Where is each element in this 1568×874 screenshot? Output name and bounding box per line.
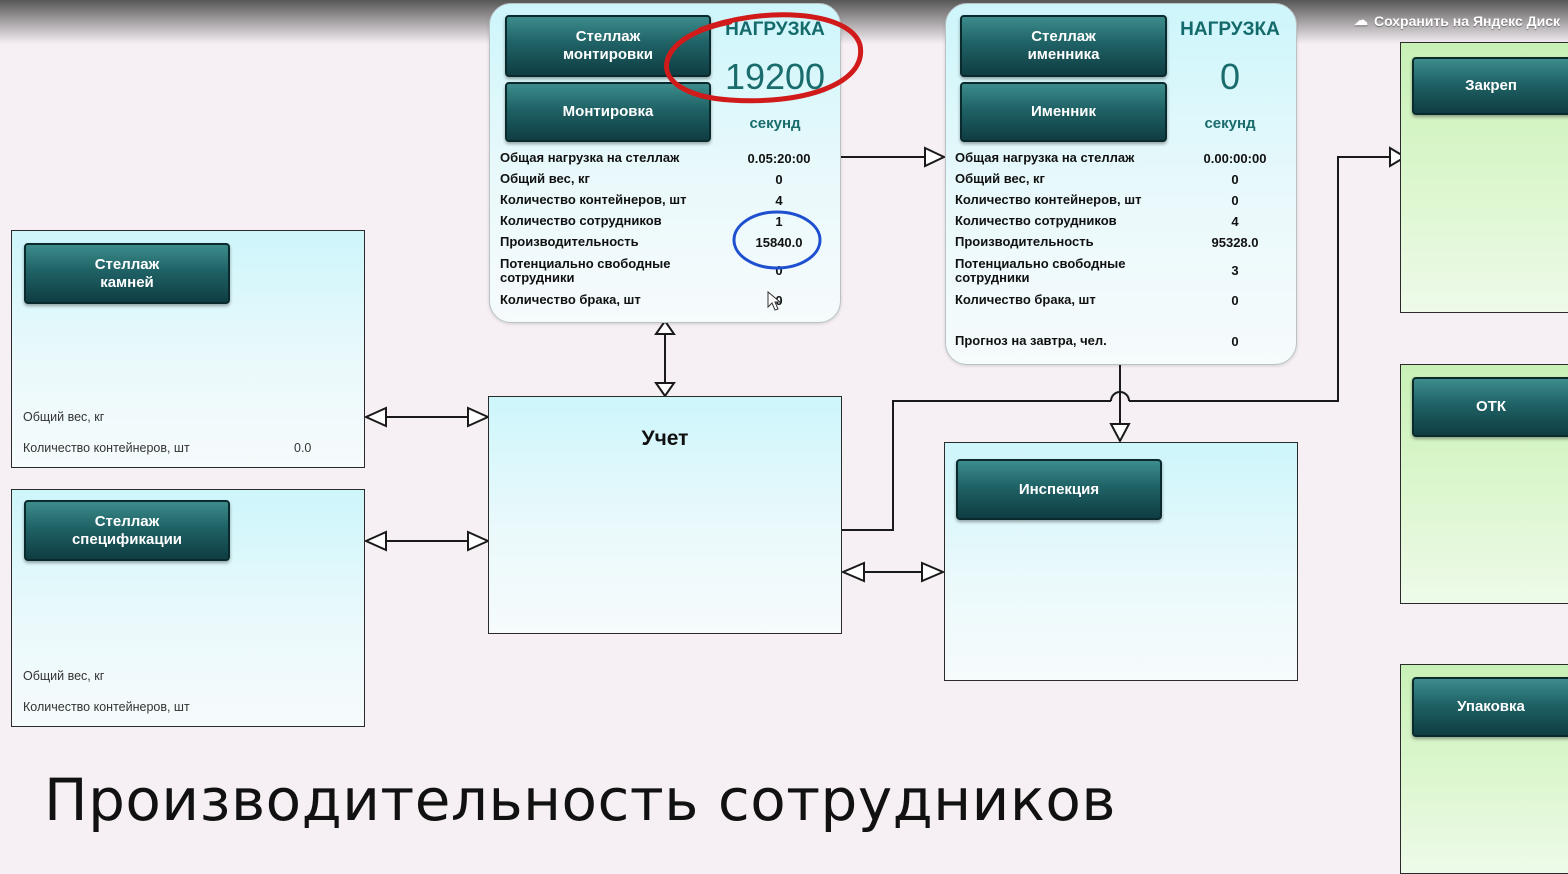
otk-button[interactable]: ОТК <box>1412 377 1568 437</box>
mount-row-label: Количество брака, шт <box>500 292 641 307</box>
birthday-row-value: 0 <box>1231 193 1239 208</box>
mount-row-label: Количество сотрудников <box>500 213 662 228</box>
mount-row-label: Производительность <box>500 234 639 249</box>
accounting-panel <box>488 396 842 634</box>
stones-weight-label: Общий вес, кг <box>23 410 105 424</box>
mount-row-label: Потенциально свободные сотрудники <box>500 256 671 285</box>
mount-row-label: Общая нагрузка на стеллаж <box>500 150 680 165</box>
birthday-row-value: 95328.0 <box>1211 235 1259 250</box>
birthday-row-value: 0 <box>1231 334 1239 349</box>
mount-load-title: НАГРУЗКА <box>725 19 825 40</box>
birthday-row-label: Общий вес, кг <box>955 171 1045 186</box>
mount-row-value: 0 <box>775 172 783 187</box>
birthday-button[interactable]: Именник <box>960 82 1167 142</box>
mount-row-value: 0 <box>775 263 783 278</box>
cloud-icon: ☁ <box>1353 12 1368 28</box>
birthday-row-label: Количество брака, шт <box>955 292 1096 307</box>
birthday-row-label: Прогноз на завтра, чел. <box>955 333 1107 348</box>
accounting-title: Учет <box>641 427 689 450</box>
save-to-yandex-disk-link[interactable]: ☁ Сохранить на Яндекс Диск <box>1354 12 1560 29</box>
mount-load-unit: секунд <box>749 115 801 132</box>
birthday-row-label: Количество контейнеров, шт <box>955 192 1142 207</box>
mount-load-value: 19200 <box>724 56 826 97</box>
mount-row-value: 4 <box>775 193 783 208</box>
save-to-disk-label: Сохранить на Яндекс Диск <box>1373 12 1560 29</box>
birthday-load-value: 0 <box>1219 56 1241 97</box>
birthday-row-value: 4 <box>1231 214 1239 229</box>
birthday-load-title: НАГРУЗКА <box>1180 19 1280 40</box>
birthday-load-unit: секунд <box>1204 115 1256 132</box>
video-caption: Производительность сотрудников <box>44 766 1117 834</box>
birthday-row-value: 3 <box>1231 263 1239 278</box>
birthday-row-value: 0.00:00:00 <box>1203 151 1267 166</box>
stones-rack-button[interactable]: Стеллаж камней <box>24 243 230 304</box>
birthday-row-label: Производительность <box>955 234 1094 249</box>
inspection-button[interactable]: Инспекция <box>956 459 1162 520</box>
stones-containers-value: 0.0 <box>294 441 312 455</box>
mount-row-value: 0 <box>775 293 783 308</box>
mount-row-label: Количество контейнеров, шт <box>500 192 687 207</box>
zakrep-button[interactable]: Закреп <box>1412 57 1568 115</box>
mount-button[interactable]: Монтировка <box>505 82 711 142</box>
birthday-row-label: Потенциально свободные сотрудники <box>955 256 1126 285</box>
birthday-row-value: 0 <box>1231 172 1239 187</box>
stones-containers-label: Количество контейнеров, шт <box>23 441 190 455</box>
mount-row-value: 15840.0 <box>755 235 803 250</box>
spec-rack-button[interactable]: Стеллаж спецификации <box>24 500 230 561</box>
mount-row-label: Общий вес, кг <box>500 171 590 186</box>
mount-row-value: 0.05:20:00 <box>747 151 811 166</box>
birthday-row-label: Общая нагрузка на стеллаж <box>955 150 1135 165</box>
birthday-row-value: 0 <box>1231 293 1239 308</box>
birthday-row-label: Количество сотрудников <box>955 213 1117 228</box>
mount-rack-button[interactable]: Стеллаж монтировки <box>505 15 711 77</box>
mount-row-value: 1 <box>775 214 783 229</box>
birthday-rack-button[interactable]: Стеллаж именника <box>960 15 1167 77</box>
spec-containers-label: Количество контейнеров, шт <box>23 700 190 714</box>
pack-button[interactable]: Упаковка <box>1412 677 1568 737</box>
spec-weight-label: Общий вес, кг <box>23 669 105 683</box>
